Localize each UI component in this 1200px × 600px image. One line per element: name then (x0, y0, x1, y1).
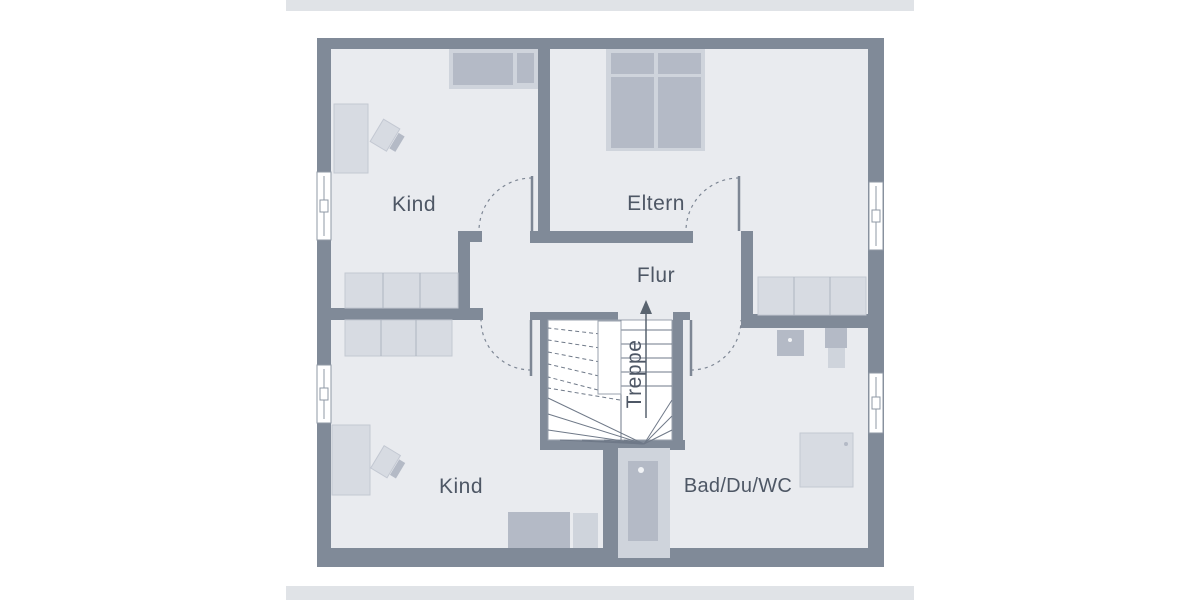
stair-winder (603, 439, 645, 445)
stair-eye (597, 320, 622, 395)
sink (777, 330, 804, 356)
bathtub-faucet-icon (638, 467, 644, 473)
wall-bath-top (741, 314, 868, 328)
chair (389, 132, 405, 152)
wall-kind-eltern (538, 49, 550, 243)
bed-mattress (508, 512, 570, 548)
room-label-kind-bottom: Kind (439, 475, 483, 498)
bed-mattress (453, 53, 513, 85)
top-border-bar (286, 0, 914, 11)
closet-row (344, 272, 459, 309)
bed-pillow (573, 513, 598, 548)
toilet-cistern (825, 328, 847, 348)
room-label-stairs: Treppe (623, 340, 646, 409)
room-eltern (606, 49, 867, 316)
window-left-lower (316, 364, 332, 424)
window-left-upper (316, 171, 332, 241)
room-label-bath: Bad/Du/WC (684, 475, 792, 497)
wall-stair-left (540, 312, 548, 450)
wall-eltern-nook (741, 231, 753, 315)
window-right-lower (868, 372, 884, 434)
bed-pillow-left (611, 53, 654, 74)
wall-stair-right (672, 320, 683, 442)
bed-pillow (517, 53, 534, 83)
windows (316, 171, 884, 434)
bed-mattress-left (611, 77, 654, 148)
stair-winder (643, 429, 673, 445)
wall-eltern-flur (530, 231, 693, 243)
stair-winder-hidden (547, 339, 601, 349)
room-label-flur: Flur (637, 264, 675, 287)
chair (389, 459, 406, 479)
desk (370, 445, 402, 479)
sink-drain-icon (788, 338, 792, 342)
room-kind-bottom-left (331, 319, 598, 548)
wall-kind-kind (331, 308, 483, 320)
stair-winder (623, 439, 645, 445)
wardrobe (333, 103, 369, 174)
stair-winder (547, 413, 645, 445)
room-bath (618, 328, 854, 558)
room-kind-top-left (333, 49, 538, 309)
shower (799, 432, 854, 488)
stair-winder-hidden (547, 387, 621, 401)
bed-mattress-right (658, 77, 701, 148)
wall-stub-kind-top-door (458, 231, 482, 242)
room-label-eltern: Eltern (627, 192, 685, 215)
toilet-bowl (828, 348, 845, 368)
stair-winder-hidden (547, 376, 599, 391)
stair-winder-hidden (547, 363, 600, 377)
wall-stair-top-right (673, 312, 690, 320)
wall-stair-top-left (530, 312, 618, 320)
stair-winder (547, 397, 645, 445)
interior-walls (331, 49, 868, 548)
window-right-upper (868, 181, 884, 251)
closet-row (344, 319, 453, 357)
room-labels: Kind Eltern Flur Kind Bad/Du/WC Treppe (392, 192, 792, 498)
stair-winder (547, 429, 645, 445)
floor-plan: Kind Eltern Flur Kind Bad/Du/WC Treppe (316, 38, 884, 567)
doors (478, 176, 742, 376)
stair-winder-hidden (547, 351, 601, 363)
bottom-border-bar (286, 586, 914, 600)
door-kind-top (478, 176, 534, 232)
room-label-kind-top: Kind (392, 193, 436, 216)
stair-arrow-head-icon (640, 300, 652, 314)
stair-winder (643, 415, 673, 445)
door-eltern (685, 176, 741, 232)
desk-chair (370, 445, 406, 479)
desk (369, 118, 401, 152)
bathtub (628, 461, 658, 541)
wardrobe (331, 424, 371, 496)
desk-chair (369, 118, 405, 152)
stair-winder (643, 399, 673, 445)
shower-head-icon (844, 442, 848, 446)
wall-flur-left (458, 240, 470, 308)
door-bath (689, 319, 742, 376)
door-kind-bottom (480, 319, 533, 376)
closet-row (757, 276, 867, 316)
staircase (547, 300, 673, 445)
stair-winder-hidden (547, 327, 601, 335)
bed-pillow-right (658, 53, 701, 74)
wall-kind-bath (603, 450, 618, 548)
wall-stair-bottom (540, 440, 685, 450)
